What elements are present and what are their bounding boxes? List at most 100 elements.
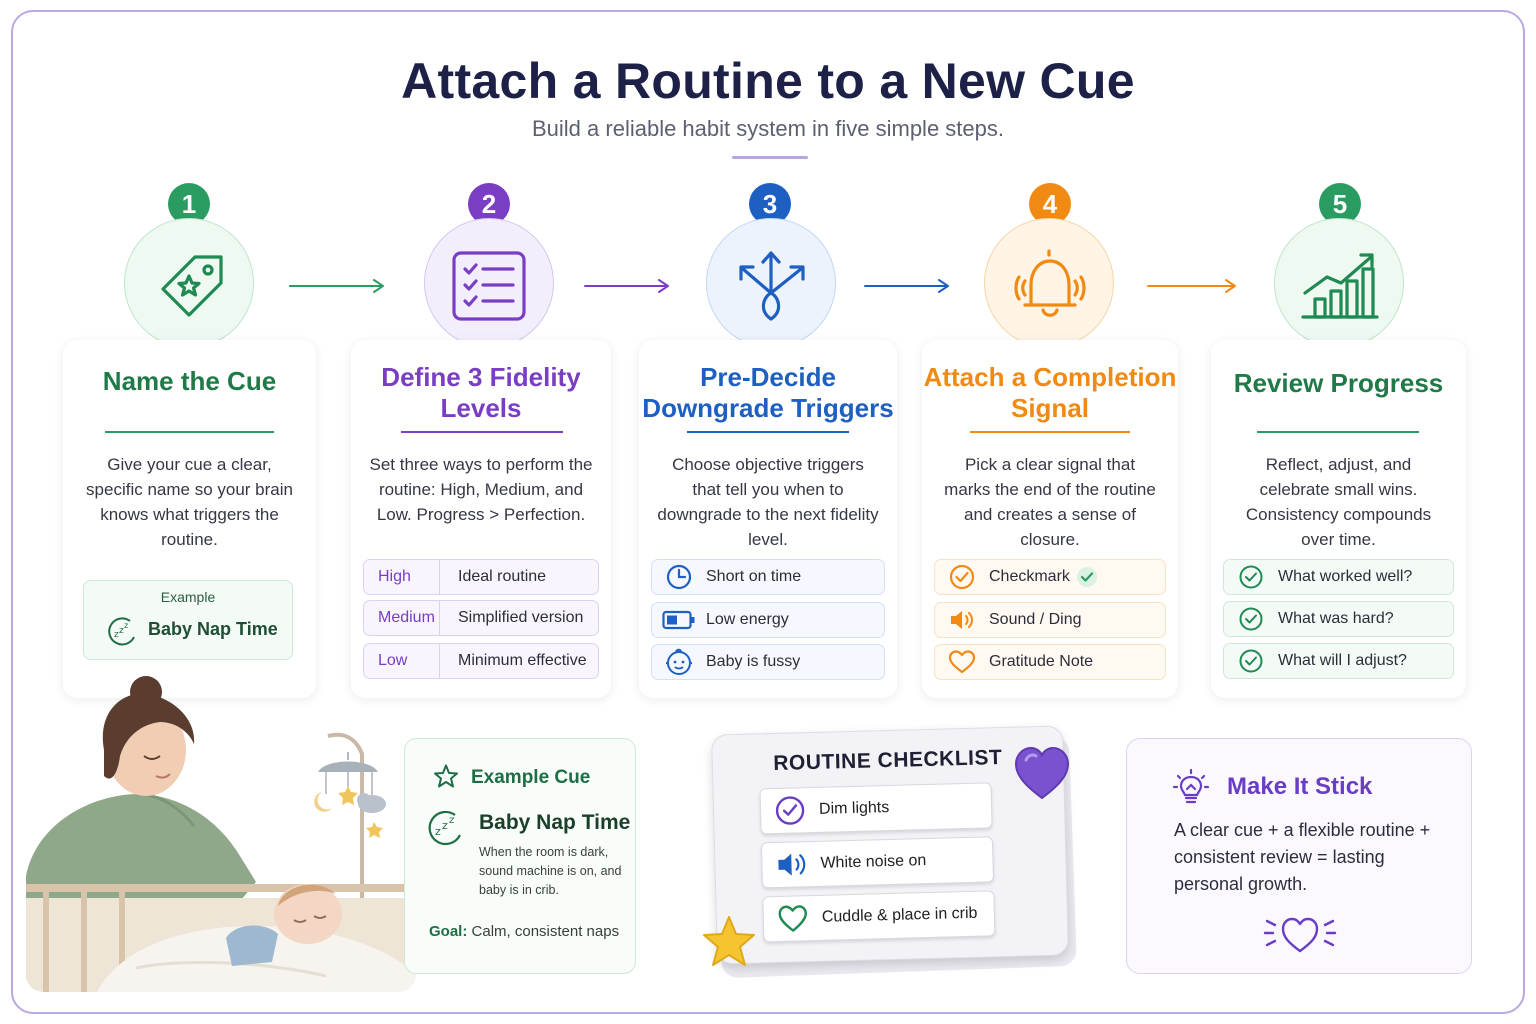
check-circle-icon <box>761 794 820 828</box>
green-check-badge-icon <box>1076 567 1097 587</box>
branching-arrows-icon <box>739 251 805 321</box>
step-5-title: Review Progress <box>1233 368 1444 398</box>
arrow-3-to-4 <box>864 279 949 293</box>
trigger-text: Short on time <box>706 568 802 585</box>
example-cue-name: Baby Nap Time <box>479 811 631 834</box>
tag-star-icon <box>161 255 223 317</box>
step-4-title: Attach a Completion Signal <box>922 362 1178 424</box>
page-title: Attach a Routine to a New Cue <box>401 53 1135 109</box>
step-2-description: Set three ways to perform the routine: H… <box>369 455 593 524</box>
svg-text:z: z <box>124 621 128 630</box>
heart-sparkle-icon <box>1263 917 1337 953</box>
heart-icon <box>764 903 823 935</box>
routine-checklist-card: ROUTINE CHECKLIST Dim lights White noise… <box>711 725 1069 965</box>
review-question-row: What was hard? <box>1223 601 1454 637</box>
trigger-text: Baby is fussy <box>706 653 801 670</box>
make-it-stick-heading: Make It Stick <box>1227 773 1373 800</box>
arrow-1-to-2 <box>289 279 384 293</box>
growth-chart-icon <box>1301 253 1379 319</box>
step-4-divider <box>970 431 1130 433</box>
step-3-title-line-1: Pre-Decide <box>700 362 836 392</box>
signal-row: Gratitude Note <box>934 644 1166 680</box>
signal-text: Checkmark <box>989 568 1070 585</box>
signal-text: Sound / Ding <box>989 611 1082 628</box>
example-label: Example <box>160 589 216 605</box>
arrow-2-to-3 <box>584 279 669 293</box>
star-outline-icon <box>434 764 458 788</box>
trigger-row: Baby is fussy <box>651 644 885 680</box>
signal-row: Sound / Ding <box>934 602 1166 638</box>
signal-text: Gratitude Note <box>989 653 1094 670</box>
arrow-4-to-5 <box>1147 279 1236 293</box>
clock-icon <box>652 560 706 594</box>
check-circle-icon <box>1224 644 1278 678</box>
fidelity-level-label: High <box>364 560 440 594</box>
step-1-card: Name the Cue Give your cue a clear, spec… <box>63 340 316 698</box>
trigger-text: Low energy <box>706 611 789 628</box>
example-cue-heading: Example Cue <box>471 767 591 788</box>
fidelity-level-label: Low <box>364 644 440 678</box>
checklist-item-text: White noise on <box>820 852 927 872</box>
baby-face-icon <box>652 645 706 679</box>
step-4-description: Pick a clear signal that marks the end o… <box>944 455 1156 549</box>
svg-text:z: z <box>119 626 124 636</box>
step-2-title-line-2: Levels <box>440 393 522 423</box>
purple-heart-sticker-icon <box>1014 746 1070 800</box>
review-question-row: What worked well? <box>1223 559 1454 595</box>
checklist-icon <box>452 251 526 321</box>
fidelity-row-medium: Medium Simplified version <box>363 600 599 636</box>
yellow-star-sticker-icon <box>703 916 755 966</box>
step-2-card: Define 3 Fidelity Levels Set three ways … <box>351 340 611 698</box>
step-1-description: Give your cue a clear, specific name so … <box>86 455 293 549</box>
check-circle-icon <box>1224 602 1278 636</box>
step-2-icon-circle <box>424 218 554 348</box>
example-value: Baby Nap Time <box>148 619 278 639</box>
step-3-icon-circle <box>706 218 836 348</box>
battery-low-icon <box>652 603 706 637</box>
svg-text:z: z <box>449 815 454 826</box>
step-4-title-line-1: Attach a Completion <box>923 362 1177 392</box>
review-question-text: What worked well? <box>1278 568 1413 585</box>
step-2-badge: 2 <box>468 183 510 225</box>
fidelity-row-low: Low Minimum effective <box>363 643 599 679</box>
fidelity-level-text: Ideal routine <box>458 568 547 585</box>
checklist-item: Dim lights <box>759 782 993 835</box>
step-4-title-line-2: Signal <box>1010 393 1089 423</box>
example-cue-card: Example Cue z z z Baby Nap Time When the… <box>404 738 636 974</box>
step-1-title: Name the Cue <box>102 366 277 396</box>
lightbulb-icon <box>1172 768 1210 804</box>
goal-text: Calm, consistent naps <box>471 923 620 940</box>
sleep-zzz-icon: z z z <box>428 810 461 845</box>
step-1-divider <box>105 431 274 433</box>
step-4-card: Attach a Completion Signal Pick a clear … <box>922 340 1178 698</box>
trigger-row: Short on time <box>651 559 885 595</box>
checklist-item-text: Dim lights <box>818 799 890 818</box>
step-2-title-line-1: Define 3 Fidelity <box>381 362 581 392</box>
make-it-stick-card: Make It Stick A clear cue + a flexible r… <box>1126 738 1472 974</box>
svg-text:z: z <box>435 825 441 838</box>
trigger-row: Low energy <box>651 602 885 638</box>
example-cue-description: When the room is dark, sound machine is … <box>479 845 622 897</box>
checklist-item: Cuddle & place in crib <box>762 890 996 943</box>
step-5-card: Review Progress Reflect, adjust, and cel… <box>1211 340 1466 698</box>
fidelity-level-label: Medium <box>364 601 440 635</box>
check-circle-icon <box>1224 560 1278 594</box>
checklist-item-text: Cuddle & place in crib <box>821 904 978 926</box>
checklist-title: ROUTINE CHECKLIST <box>773 746 1003 776</box>
step-3-title: Pre-Decide Downgrade Triggers <box>639 362 897 424</box>
step-5-icon-circle <box>1274 218 1404 348</box>
speaker-icon <box>935 603 989 637</box>
step-3-divider <box>687 431 849 433</box>
step-3-card: Pre-Decide Downgrade Triggers Choose obj… <box>639 340 897 698</box>
fidelity-level-text: Minimum effective <box>458 652 587 669</box>
example-cue-goal: Goal: Calm, consistent naps <box>429 923 619 940</box>
speaker-icon <box>762 849 821 881</box>
review-question-text: What will I adjust? <box>1278 652 1407 669</box>
fidelity-level-text: Simplified version <box>458 609 584 626</box>
checklist-item: White noise on <box>760 836 995 889</box>
step-3-title-line-2: Downgrade Triggers <box>642 393 894 423</box>
svg-text:z: z <box>442 819 448 832</box>
ringing-bell-icon <box>1014 249 1086 317</box>
step-5-divider <box>1257 431 1419 433</box>
svg-text:z: z <box>114 630 119 640</box>
